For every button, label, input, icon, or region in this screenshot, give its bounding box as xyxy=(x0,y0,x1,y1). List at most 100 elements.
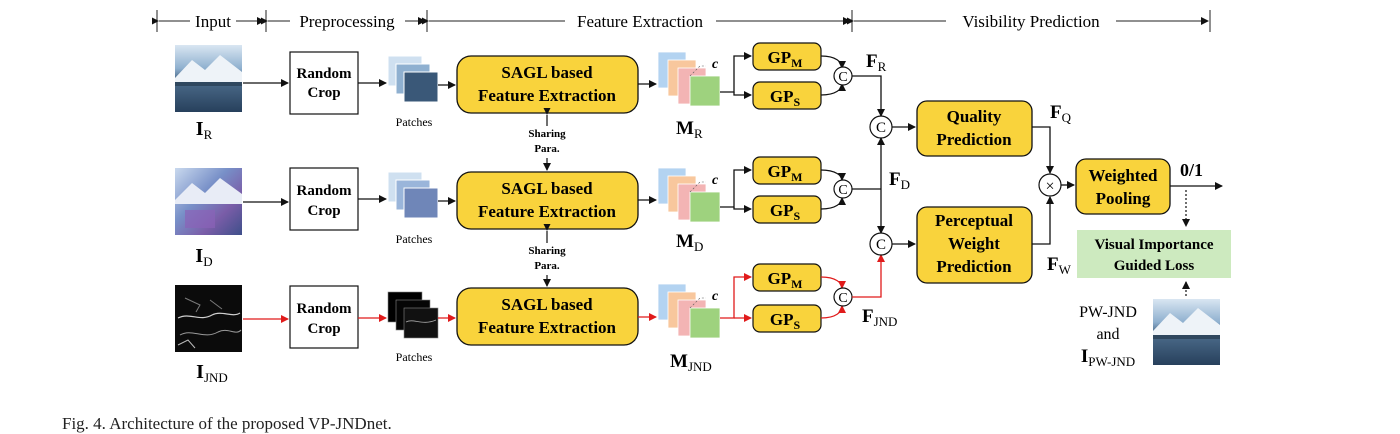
label-m-r: MR xyxy=(676,118,703,141)
patches-stack-jnd xyxy=(387,291,439,339)
svg-text:MD: MD xyxy=(676,231,703,254)
svg-text:Weight: Weight xyxy=(948,234,1000,253)
perceptual-weight-prediction-box: Perceptual Weight Prediction xyxy=(916,206,1033,284)
svg-text:MJND: MJND xyxy=(670,351,712,374)
pw-jnd-image xyxy=(1153,299,1220,365)
svg-text:FR: FR xyxy=(866,51,887,74)
patches-stack-r xyxy=(387,55,439,103)
svg-text:c: c xyxy=(712,173,719,188)
stage-visibility-prediction: Visibility Prediction xyxy=(962,12,1100,31)
svg-text:Prediction: Prediction xyxy=(936,130,1012,149)
output-label: 0/1 xyxy=(1180,160,1203,180)
svg-text:SAGL based: SAGL based xyxy=(501,295,593,314)
weighted-pooling-box: Weighted Pooling xyxy=(1075,158,1171,215)
label-i-jnd: IJND xyxy=(196,361,228,385)
quality-prediction-box: Quality Prediction xyxy=(916,100,1033,157)
svg-text:Random: Random xyxy=(296,183,352,199)
patches-label-r: Patches xyxy=(396,115,433,129)
concat-node-d: C xyxy=(833,179,853,199)
concat-node-r: C xyxy=(833,66,853,86)
svg-text:GPM: GPM xyxy=(768,162,803,184)
svg-text:c: c xyxy=(712,57,719,72)
svg-text:Feature Extraction: Feature Extraction xyxy=(478,202,617,221)
svg-text:Feature Extraction: Feature Extraction xyxy=(478,318,617,337)
svg-text:FQ: FQ xyxy=(1050,102,1072,125)
svg-text:ID: ID xyxy=(195,245,212,269)
svg-text:IPW-JND: IPW-JND xyxy=(1081,346,1135,369)
multiply-node: × xyxy=(1038,173,1062,197)
svg-text:Visual Importance: Visual Importance xyxy=(1094,237,1213,253)
label-m-d: MD xyxy=(676,231,703,254)
svg-text:Prediction: Prediction xyxy=(936,257,1012,276)
input-image-distorted xyxy=(175,168,242,235)
svg-text:Guided Loss: Guided Loss xyxy=(1114,258,1195,274)
figure-caption: Fig. 4. Architecture of the proposed VP-… xyxy=(62,414,392,433)
svg-text:Crop: Crop xyxy=(307,321,340,337)
feature-cube-r: c xyxy=(657,51,721,107)
patches-label-d: Patches xyxy=(396,232,433,246)
svg-text:Feature Extraction: Feature Extraction xyxy=(478,86,617,105)
random-crop-box-jnd: Random Crop xyxy=(289,285,359,349)
svg-text:IR: IR xyxy=(196,118,213,142)
input-image-jnd-map xyxy=(175,285,242,352)
gp-s-box-r: GPS xyxy=(752,81,822,110)
svg-text:MR: MR xyxy=(676,118,703,141)
gp-s-box-jnd: GPS xyxy=(752,304,822,333)
label-f-q: FQ xyxy=(1050,102,1072,125)
svg-text:C: C xyxy=(876,237,886,253)
svg-text:SAGL based: SAGL based xyxy=(501,63,593,82)
svg-text:SAGL based: SAGL based xyxy=(501,179,593,198)
svg-text:FD: FD xyxy=(889,169,910,192)
svg-text:Quality: Quality xyxy=(947,107,1002,126)
pw-jnd-label: PW-JND and IPW-JND xyxy=(1079,304,1137,369)
gp-m-box-r: GPM xyxy=(752,42,822,71)
svg-text:c: c xyxy=(712,289,719,304)
patches-label-jnd: Patches xyxy=(396,350,433,364)
label-f-r: FR xyxy=(866,51,887,74)
svg-text:Sharing: Sharing xyxy=(528,245,566,257)
label-f-jnd: FJND xyxy=(862,306,897,329)
sagl-feature-extraction-d: SAGL based Feature Extraction xyxy=(456,171,639,230)
svg-text:Perceptual: Perceptual xyxy=(935,211,1013,230)
svg-text:FW: FW xyxy=(1047,254,1072,277)
svg-text:GPS: GPS xyxy=(770,87,801,109)
input-image-reference xyxy=(175,45,242,112)
concat-node-rd: C xyxy=(869,115,893,139)
svg-text:Random: Random xyxy=(296,301,352,317)
stage-input: Input xyxy=(195,12,231,31)
concat-node-jnd: C xyxy=(833,287,853,307)
sagl-feature-extraction-jnd: SAGL based Feature Extraction xyxy=(456,287,639,346)
gp-m-box-d: GPM xyxy=(752,156,822,185)
feature-cube-d: c xyxy=(657,167,721,223)
svg-text:GPS: GPS xyxy=(770,310,801,332)
svg-text:Random: Random xyxy=(296,66,352,82)
stage-header xyxy=(152,10,1211,32)
feature-cube-jnd: c xyxy=(657,283,721,339)
label-i-d: ID xyxy=(195,245,212,269)
svg-text:C: C xyxy=(838,291,847,306)
svg-text:IJND: IJND xyxy=(196,361,228,385)
random-crop-box-r: Random Crop xyxy=(289,51,359,115)
svg-text:Crop: Crop xyxy=(307,85,340,101)
svg-text:Para.: Para. xyxy=(534,143,560,155)
stage-feature-extraction: Feature Extraction xyxy=(577,12,704,31)
label-f-w: FW xyxy=(1047,254,1072,277)
svg-text:Pooling: Pooling xyxy=(1096,189,1151,208)
label-f-d: FD xyxy=(889,169,910,192)
sharing-params-2: Sharing Para. xyxy=(528,224,566,287)
svg-text:FJND: FJND xyxy=(862,306,897,329)
svg-text:and: and xyxy=(1096,326,1119,343)
svg-text:C: C xyxy=(838,183,847,198)
gp-m-box-jnd: GPM xyxy=(752,263,822,292)
sharing-params-1: Sharing Para. xyxy=(528,108,566,171)
label-m-jnd: MJND xyxy=(670,351,712,374)
stage-preprocessing: Preprocessing xyxy=(299,12,395,31)
gp-s-box-d: GPS xyxy=(752,195,822,224)
svg-text:GPM: GPM xyxy=(768,269,803,291)
concat-node-djnd: C xyxy=(869,232,893,256)
svg-text:Crop: Crop xyxy=(307,203,340,219)
svg-text:×: × xyxy=(1045,178,1054,195)
svg-text:Weighted: Weighted xyxy=(1089,166,1158,185)
svg-text:C: C xyxy=(876,120,886,136)
